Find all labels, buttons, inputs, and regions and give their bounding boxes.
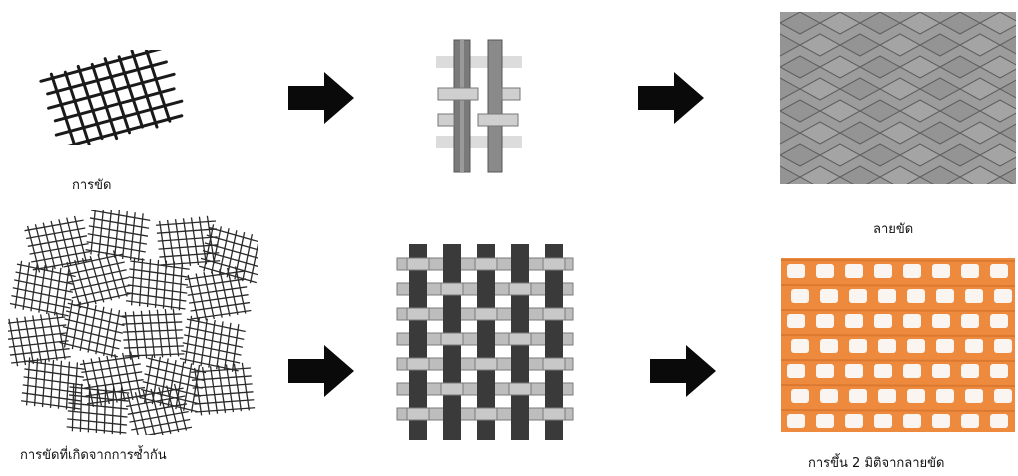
sketch-weave-small bbox=[38, 50, 188, 145]
textile-2d-photo bbox=[781, 258, 1015, 432]
arrow-right-icon bbox=[288, 345, 354, 397]
sketch-weave-overlap bbox=[8, 210, 258, 435]
caption-overlap-weave: การขัดที่เกิดจากการซ้ำกัน bbox=[20, 448, 167, 463]
simple-weave-diagram bbox=[434, 38, 524, 174]
weave-pattern-tile bbox=[780, 12, 1016, 184]
arrow-right-icon bbox=[288, 72, 354, 124]
caption-weave-pattern: ลายขัด bbox=[873, 222, 914, 237]
grid-weave-diagram bbox=[395, 244, 575, 440]
arrow-right-icon bbox=[638, 72, 704, 124]
caption-weave: การขัด bbox=[72, 178, 112, 193]
caption-2d-from-pattern: การขึ้น 2 มิติจากลายขัด bbox=[808, 456, 945, 471]
arrow-right-icon bbox=[650, 345, 716, 397]
